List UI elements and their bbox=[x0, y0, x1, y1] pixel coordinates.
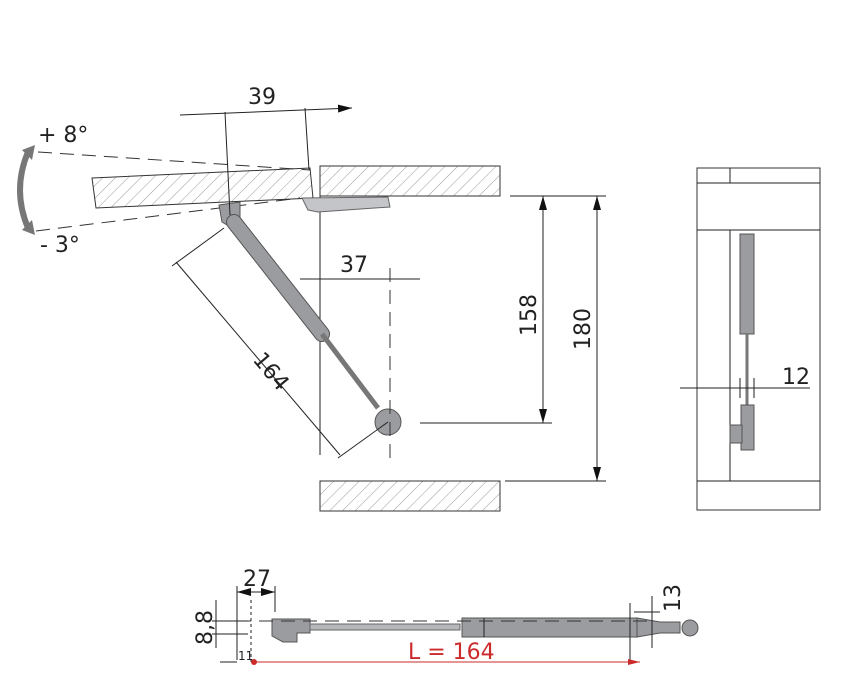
dim-37-label: 37 bbox=[340, 253, 368, 278]
front-view: 12 bbox=[680, 167, 821, 511]
hinge bbox=[301, 196, 391, 213]
angle-up-label: + 8° bbox=[38, 123, 88, 148]
dim-13-label: 13 bbox=[661, 584, 686, 612]
dim-180-label: 180 bbox=[571, 308, 596, 350]
dim-158-label: 158 bbox=[517, 294, 542, 336]
flap-door bbox=[91, 167, 314, 209]
dim-11-label: 11 bbox=[238, 649, 253, 663]
rotation-arrow-icon bbox=[17, 150, 31, 230]
dim-164-label: 164 bbox=[247, 348, 293, 396]
dim-39-line bbox=[179, 104, 353, 116]
dim-164-line bbox=[175, 261, 341, 456]
dim-39-label: 39 bbox=[248, 85, 276, 110]
dim-12-label: 12 bbox=[782, 365, 810, 390]
angle-down-label: - 3° bbox=[40, 233, 80, 258]
angle-up-line bbox=[37, 151, 311, 171]
angle-down-line bbox=[35, 197, 301, 232]
dim-27-label: 27 bbox=[243, 567, 271, 592]
gas-strut-horizontal bbox=[271, 617, 699, 643]
gas-strut-side bbox=[218, 201, 402, 436]
side-view: + 8° - 3° 39 164 37 bbox=[17, 85, 606, 512]
dim-8-8-label: 8,8 bbox=[193, 610, 218, 645]
bottom-panel bbox=[319, 480, 501, 512]
gas-strut-front bbox=[729, 233, 755, 451]
strut-view: 27 8,8 11 13 L = 164 bbox=[193, 567, 699, 665]
top-panel bbox=[319, 165, 501, 197]
length-label: L = 164 bbox=[408, 640, 495, 665]
